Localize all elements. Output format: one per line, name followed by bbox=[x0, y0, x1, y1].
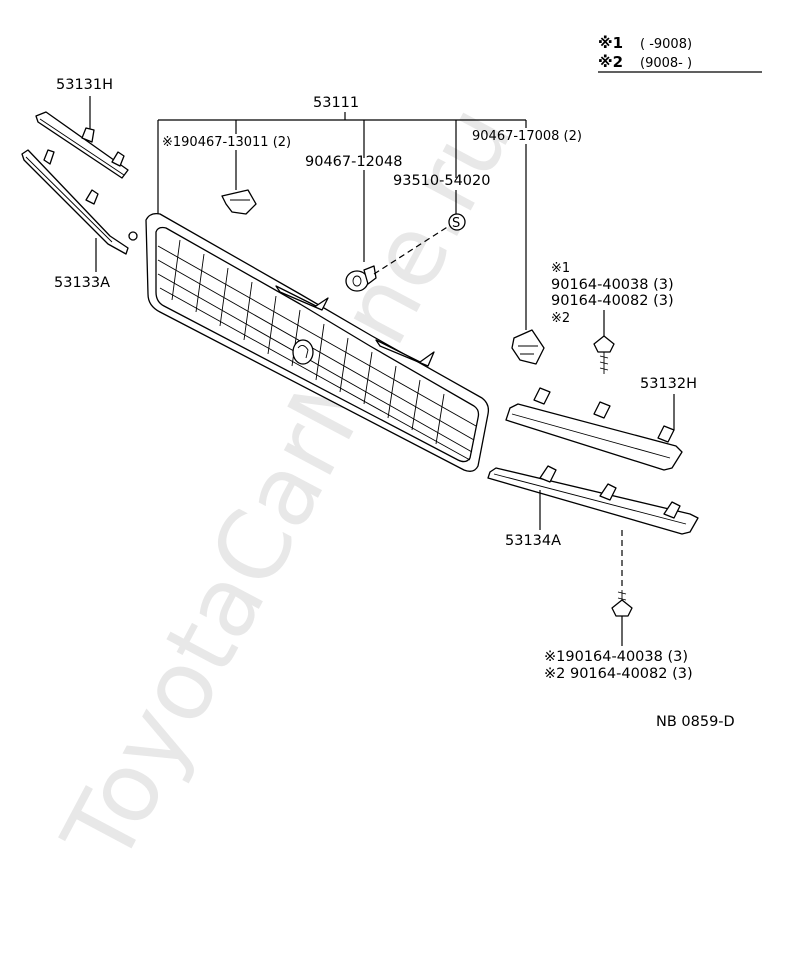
legend-mark-1: ※1 bbox=[598, 34, 623, 52]
part-90467-17008: 90467-17008 (2) bbox=[472, 129, 582, 365]
label-bottom-screw-1: ※190164-40038 (3) bbox=[544, 649, 688, 665]
legend-range-2: (9008- ) bbox=[640, 56, 692, 71]
legend-range-1: ( -9008) bbox=[640, 37, 692, 52]
part-90467-12048: 90467-12048 bbox=[305, 154, 453, 292]
label-90164-40038-top: 90164-40038 (3) bbox=[551, 277, 674, 293]
label-53132h: 53132H bbox=[640, 376, 697, 392]
label-mark-1-top: ※1 bbox=[551, 261, 570, 276]
watermark-text: ToyotaCarMine.ru bbox=[41, 88, 534, 882]
clip-s-icon bbox=[448, 213, 466, 231]
part-53133a: 53133A bbox=[21, 149, 138, 291]
label-90164-40082-top: 90164-40082 (3) bbox=[551, 293, 674, 309]
label-93510-54020: 93510-54020 bbox=[393, 173, 491, 189]
screw-lower: ※190164-40038 (3) ※2 90164-40082 (3) bbox=[544, 590, 693, 682]
part-53132h: 53132H bbox=[505, 376, 697, 471]
label-mark-2-top: ※2 bbox=[551, 311, 570, 326]
part-90467-13011: ※190467-13011 (2) bbox=[162, 135, 291, 215]
label-53111: 53111 bbox=[313, 95, 359, 111]
legend: ※1 ( -9008) ※2 (9008- ) bbox=[598, 34, 762, 73]
label-53133a: 53133A bbox=[54, 275, 110, 291]
label-90467-13011: ※190467-13011 (2) bbox=[162, 135, 291, 150]
part-53111-grille bbox=[145, 212, 490, 472]
clip-s-symbol: S bbox=[452, 216, 460, 231]
label-bottom-screw-2: ※2 90164-40082 (3) bbox=[544, 666, 693, 682]
label-53134a: 53134A bbox=[505, 533, 561, 549]
part-53134a: 53134A bbox=[487, 465, 699, 590]
screw-head-icon bbox=[593, 335, 615, 353]
label-90467-12048: 90467-12048 bbox=[305, 154, 403, 170]
screw-upper-callout: ※1 90164-40038 (3) 90164-40082 (3) ※2 bbox=[551, 261, 674, 374]
label-53131h: 53131H bbox=[56, 77, 113, 93]
callout-53111: 53111 bbox=[157, 95, 527, 222]
part-53131h: 53131H bbox=[35, 77, 129, 179]
screw-head-lower-icon bbox=[611, 599, 633, 617]
emblem-icon bbox=[292, 339, 314, 365]
legend-mark-2: ※2 bbox=[598, 53, 623, 71]
label-90467-17008: 90467-17008 (2) bbox=[472, 129, 582, 144]
part-93510-54020: 93510-54020 S bbox=[393, 173, 491, 231]
diagram-code: NB 0859-D bbox=[656, 714, 735, 730]
